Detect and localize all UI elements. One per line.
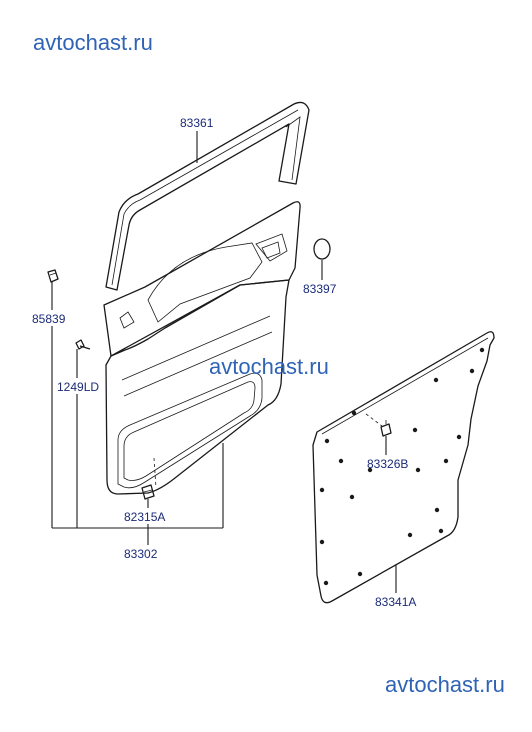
label-85839: 85839 [32, 312, 66, 326]
leader-lines [51, 131, 397, 593]
bolt-part [75, 339, 91, 350]
label-83302: 83302 [124, 547, 158, 561]
weatherstrip-part [105, 101, 310, 291]
watermark-top: avtochast.ru [33, 30, 153, 55]
plug-part [313, 238, 331, 260]
label-83397: 83397 [303, 282, 337, 296]
label-1249ld: 1249LD [57, 380, 99, 394]
label-82315a: 82315A [124, 510, 165, 524]
label-83326b: 83326B [367, 457, 408, 471]
label-83361: 83361 [180, 116, 214, 130]
grommet-part [380, 420, 392, 437]
watermark-middle: avtochast.ru [209, 354, 329, 379]
sealing-cover-part [312, 331, 495, 604]
fastener-part [141, 484, 155, 500]
watermark-bottom: avtochast.ru [385, 672, 505, 697]
sealing-cover-holes [319, 347, 485, 586]
clip-part [47, 269, 59, 283]
door-trim-panel [103, 201, 301, 495]
label-83341a: 83341A [375, 595, 416, 609]
